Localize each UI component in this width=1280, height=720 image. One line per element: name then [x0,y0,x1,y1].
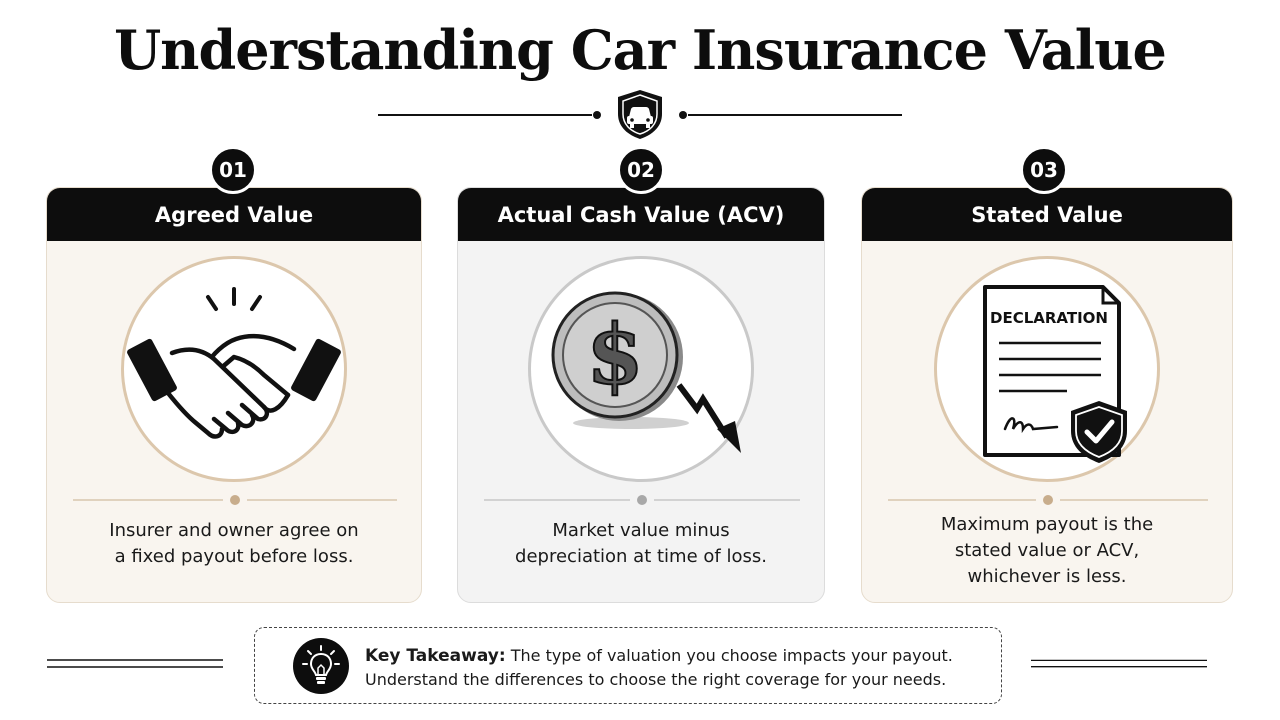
car-shield-icon [618,90,662,139]
card-description: Maximum payout is the stated value or AC… [940,514,1154,587]
declaration-document-icon: DECLARATION [983,285,1127,463]
svg-text:$: $ [586,307,643,403]
shield-check-icon [1071,401,1127,463]
step-badge-02: 02 [617,146,665,194]
step-badge-03: 03 [1020,146,1068,194]
handshake-icon [127,287,341,439]
dollar-coin-down-arrow-icon: $ [551,291,741,453]
declaration-label: DECLARATION [990,309,1108,327]
card-actual-cash-value: Actual Cash Value (ACV) $ Market value m… [457,187,825,603]
lightbulb-icon [302,645,340,684]
page-title: Understanding Car Insurance Value [114,18,1167,82]
icon-circle: $ [528,256,754,482]
card-divider [73,495,397,505]
card-title: Stated Value [862,188,1232,241]
title-divider [378,90,902,139]
left-double-rule [47,659,223,668]
takeaway-text: Key Takeaway: The type of valuation you … [365,644,987,691]
takeaway-lead: Key Takeaway: [365,646,506,666]
step-badge-01: 01 [209,146,257,194]
card-divider [484,495,800,505]
key-takeaway-box: Key Takeaway: The type of valuation you … [254,627,1002,704]
card-agreed-value: Agreed Value Insurer and owner agree on … [46,187,422,603]
takeaway-line-1: The type of valuation you choose impacts… [510,646,953,665]
takeaway-line-2: Understand the differences to choose the… [365,670,947,689]
card-divider [888,495,1208,505]
lightbulb-badge [293,638,349,694]
icon-circle: DECLARATION [934,256,1160,482]
card-title: Actual Cash Value (ACV) [458,188,824,241]
right-double-rule [1031,659,1207,668]
card-title: Agreed Value [47,188,421,241]
card-stated-value: Stated Value DECLARATION Maximum payout … [861,187,1233,603]
card-description: Insurer and owner agree on a fixed payou… [109,520,359,567]
card-description: Market value minus depreciation at time … [515,520,767,567]
icon-circle [121,256,347,482]
